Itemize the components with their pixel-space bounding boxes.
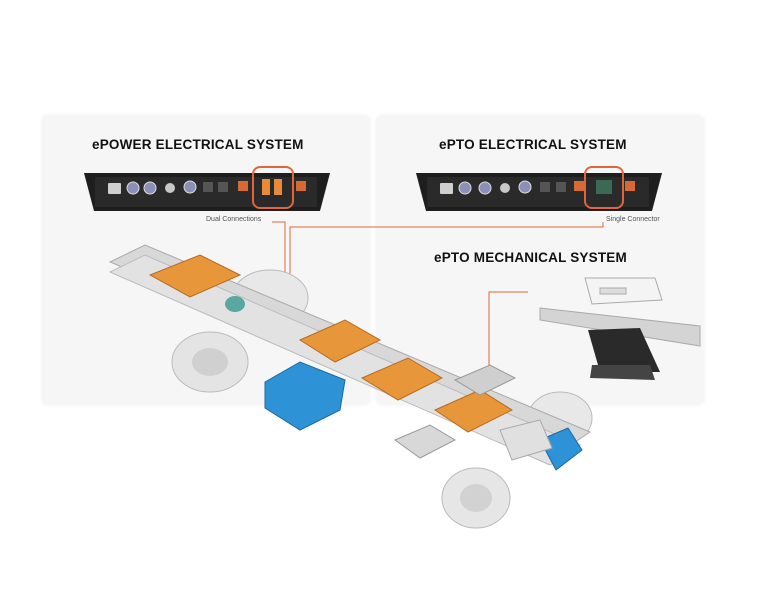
epto-electrical-title: ePTO ELECTRICAL SYSTEM (439, 137, 627, 152)
epower-title: ePOWER ELECTRICAL SYSTEM (92, 137, 304, 152)
epower-caption: Dual Connections (206, 216, 262, 223)
epower-connector-box (84, 166, 330, 211)
epto-connector-box (416, 166, 662, 211)
truck-chassis (108, 244, 593, 529)
pto-mechanical-unit (539, 277, 701, 380)
epto-mechanical-title: ePTO MECHANICAL SYSTEM (434, 250, 627, 265)
epto-caption: Single Connector (606, 216, 660, 223)
